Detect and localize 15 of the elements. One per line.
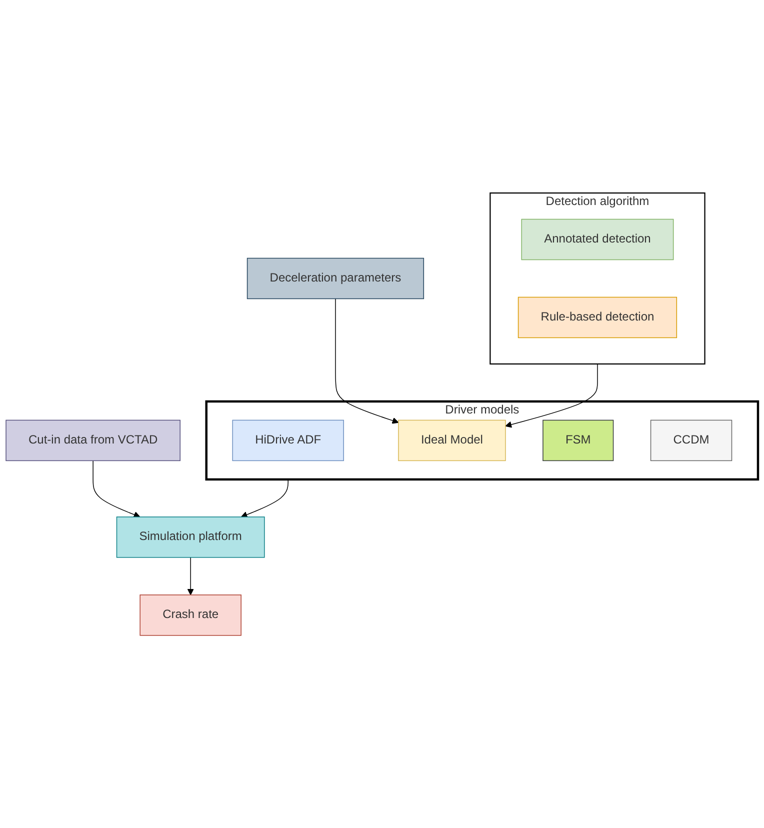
node-box: Ideal Model bbox=[398, 420, 506, 461]
arrow bbox=[187, 556, 194, 595]
node-box: Rule-based detection bbox=[518, 296, 678, 338]
node-box: Simulation platform bbox=[116, 516, 265, 558]
arrow bbox=[240, 478, 288, 518]
node-box: Cut-in data from VCTAD bbox=[6, 420, 180, 461]
arrow bbox=[335, 298, 399, 424]
node-box: Crash rate bbox=[140, 594, 242, 636]
arrow bbox=[505, 363, 598, 428]
node-box: FSM bbox=[542, 420, 614, 461]
node-box: Deceleration parameters bbox=[246, 258, 424, 299]
node-box: Annotated detection bbox=[521, 218, 674, 260]
arrow bbox=[92, 460, 140, 518]
node-box: HiDrive ADF bbox=[232, 420, 344, 461]
node-box: CCDM bbox=[650, 420, 732, 461]
